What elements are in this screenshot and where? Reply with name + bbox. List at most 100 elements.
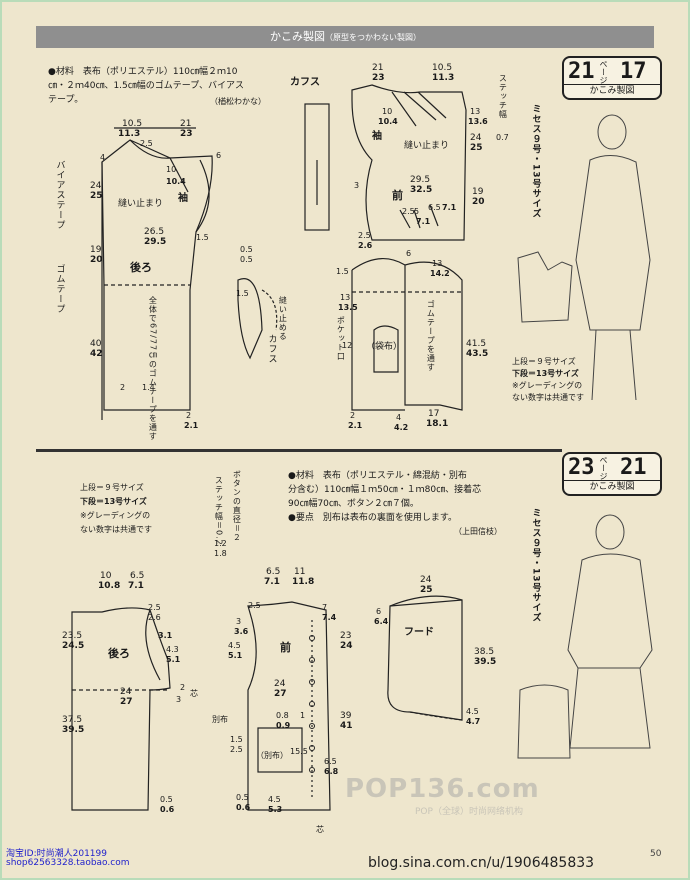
- badge-bottom-page-label: ページ: [599, 456, 608, 480]
- dim: 18.1: [426, 419, 449, 429]
- button-marker: [309, 723, 315, 729]
- bottom-core-label: 芯: [190, 689, 198, 698]
- dim: 6: [406, 249, 412, 258]
- dim: 32.5: [410, 185, 433, 195]
- dim: 7.1: [442, 203, 457, 212]
- dim: 24: [420, 575, 432, 585]
- header-title: かこみ製図（原型をつかわない製図）: [270, 28, 421, 44]
- bottom-note-2: 下段＝13号サイズ: [80, 497, 147, 506]
- dim: 10: [166, 165, 177, 174]
- dim: 0.9: [276, 721, 291, 730]
- bottom-front-outline: [247, 601, 331, 811]
- bottom-stitch-2: 1.2: [214, 539, 227, 548]
- top-stitch-value: 0.7: [496, 133, 509, 142]
- dim: 17: [428, 409, 440, 419]
- dim: 25: [90, 191, 103, 201]
- dim: 13.5: [338, 303, 358, 312]
- dim: 14.2: [430, 269, 450, 278]
- dim: 6.5: [428, 203, 441, 212]
- bottom-front-pocket: [257, 727, 303, 773]
- dim: 39.5: [474, 657, 497, 667]
- button-marker: [309, 767, 315, 773]
- button-marker: [309, 679, 315, 685]
- shop-line-2: shop62563328.taobao.com: [6, 858, 130, 868]
- dim: 2: [350, 411, 356, 420]
- dim: 2.1: [184, 421, 199, 430]
- bottom-flat-vest: [517, 684, 571, 759]
- top-gather-stop2: 縫い止まり: [404, 141, 450, 151]
- header-subtitle: （原型をつかわない製図）: [325, 33, 421, 42]
- dim: 4.2: [394, 423, 409, 432]
- bottom-hood-bottom: [409, 711, 463, 721]
- bottom-core-label2: 芯: [316, 825, 324, 834]
- dim: 6: [376, 607, 382, 616]
- dim: 1.5: [196, 233, 209, 242]
- top-pocket-bag: （袋布）: [366, 342, 403, 352]
- top-elastic-note2: ゴムテープを通す: [426, 300, 436, 372]
- dim: 4: [396, 413, 402, 422]
- bottom-back-outline: [71, 607, 171, 811]
- bottom-hood-label: フード: [404, 627, 434, 638]
- button-marker: [309, 635, 315, 641]
- badge-top: 21 ページ 17 かこみ製図: [562, 56, 662, 100]
- dim: 3.6: [234, 627, 249, 636]
- watermark-blog: blog.sina.com.cn/u/1906485833: [368, 855, 595, 871]
- top-front-darts: [399, 204, 439, 229]
- dim: 11.3: [118, 129, 141, 139]
- dim: 0.5: [240, 245, 253, 254]
- badge-top-left-num: 21: [568, 59, 595, 84]
- top-model-legs: [591, 329, 637, 401]
- bottom-materials-line3: 90㎝幅70㎝、ボタン２㎝７個。: [288, 499, 419, 509]
- dim: 10.4: [166, 177, 186, 186]
- dim: 2.6: [358, 241, 373, 250]
- top-size-label: ミセス９号・13号サイズ: [530, 104, 541, 219]
- dim: 27: [120, 697, 133, 707]
- dim: 3: [236, 617, 242, 626]
- dim: 39.5: [62, 725, 85, 735]
- dim: 6.4: [374, 617, 389, 626]
- dim: 2.5: [140, 139, 153, 148]
- dim: 10.8: [98, 581, 121, 591]
- dim: 41: [340, 721, 353, 731]
- bottom-materials-line1: ●材料 表布（ポリエステル・綿混紡・別布: [288, 471, 467, 481]
- top-elastic-tape-label: ゴムテープ: [54, 264, 65, 314]
- dim: 37.5: [62, 715, 83, 725]
- top-front-label: 前: [392, 189, 403, 202]
- top-model-head: [597, 114, 627, 150]
- dim: 6.5: [324, 757, 337, 766]
- dim: 19: [90, 245, 102, 255]
- dim: 7.1: [128, 581, 144, 591]
- header-bar: [36, 26, 654, 48]
- bottom-point: ●要点 別布は表布の裏面を使用します。: [288, 513, 457, 523]
- top-stitch-width: ステッチ幅: [498, 74, 508, 119]
- dim: 7: [322, 603, 328, 612]
- dim: 4.7: [466, 717, 481, 726]
- top-front-sleeve-label: 袖: [372, 131, 382, 142]
- shop-line-1: 淘宝ID:时尚潮人201199: [6, 849, 107, 859]
- dim: 11.8: [292, 577, 315, 587]
- dim: 4: [100, 153, 106, 162]
- badge-bottom-left-num: 23: [568, 455, 595, 480]
- dim: 7.1: [264, 577, 280, 587]
- dim: 0.5: [240, 255, 253, 264]
- badge-bottom-label: かこみ製図: [564, 480, 660, 494]
- top-sleeve-label: 袖: [178, 193, 188, 204]
- watermark-brand: POP136.com: [345, 774, 540, 804]
- badge-bottom: 23 ページ 21 かこみ製図: [562, 452, 662, 496]
- dim: 26.5: [144, 227, 165, 237]
- button-marker: [309, 701, 315, 707]
- dim: 4.3: [166, 645, 179, 654]
- dim: 23.5: [62, 631, 83, 641]
- dim: 40: [90, 339, 102, 349]
- dim: 13: [470, 107, 481, 116]
- top-cuff-illustration: [237, 278, 263, 360]
- dim: 13.6: [468, 117, 488, 126]
- dim: 24: [120, 687, 132, 697]
- bottom-front-label: 前: [280, 641, 291, 654]
- bottom-note-1: 上段＝９号サイズ: [80, 483, 144, 492]
- bottom-hood-curve: [389, 595, 463, 607]
- dim: 2: [186, 411, 192, 420]
- dim: 15.5: [290, 747, 308, 756]
